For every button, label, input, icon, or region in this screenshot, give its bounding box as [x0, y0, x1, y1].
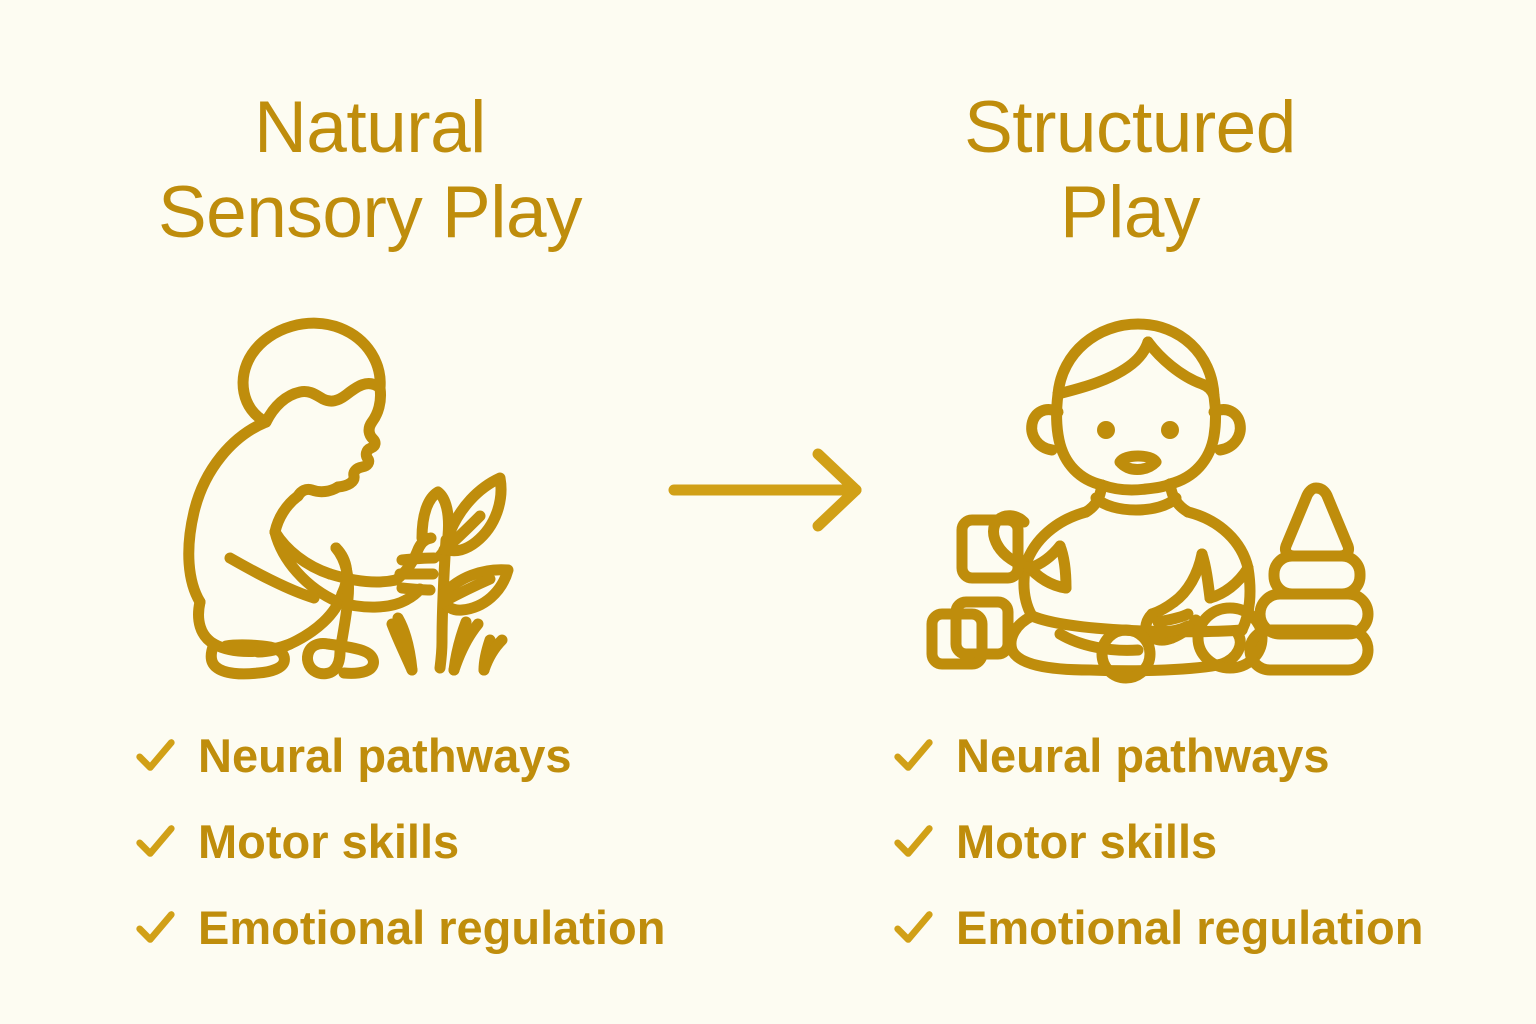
benefit-label: Emotional regulation — [198, 900, 666, 954]
check-icon — [136, 739, 175, 771]
benefit-list-right: Neural pathways Motor skills Emotional r… — [890, 712, 1530, 970]
illustration-child-sitting-with-blocks-and-stacking-rings — [800, 288, 1500, 688]
benefit-label: Neural pathways — [956, 728, 1330, 782]
right-arrow-icon — [668, 448, 862, 532]
list-item: Motor skills — [890, 798, 1530, 884]
list-item: Neural pathways — [890, 712, 1530, 798]
benefit-list-left: Neural pathways Motor skills Emotional r… — [132, 712, 772, 970]
list-item: Emotional regulation — [132, 884, 772, 970]
check-icon — [894, 825, 933, 857]
panel-title-right: Structured Play — [964, 87, 1296, 253]
panel-natural-sensory-play: Natural Sensory Play — [20, 0, 720, 1024]
illustration-child-crouching-touching-plant — [20, 288, 720, 688]
list-item: Neural pathways — [132, 712, 772, 798]
benefit-label: Motor skills — [956, 814, 1218, 868]
list-item: Motor skills — [132, 798, 772, 884]
panel-title-left: Natural Sensory Play — [157, 87, 583, 253]
benefit-label: Motor skills — [198, 814, 460, 868]
panel-structured-play: Structured Play — [800, 0, 1500, 1024]
transition-arrow — [660, 440, 880, 540]
benefit-label: Neural pathways — [198, 728, 572, 782]
benefit-label: Emotional regulation — [956, 900, 1424, 954]
list-item: Emotional regulation — [890, 884, 1530, 970]
check-icon — [136, 825, 175, 857]
check-icon — [894, 739, 933, 771]
check-icon — [894, 911, 933, 943]
check-icon — [136, 911, 175, 943]
